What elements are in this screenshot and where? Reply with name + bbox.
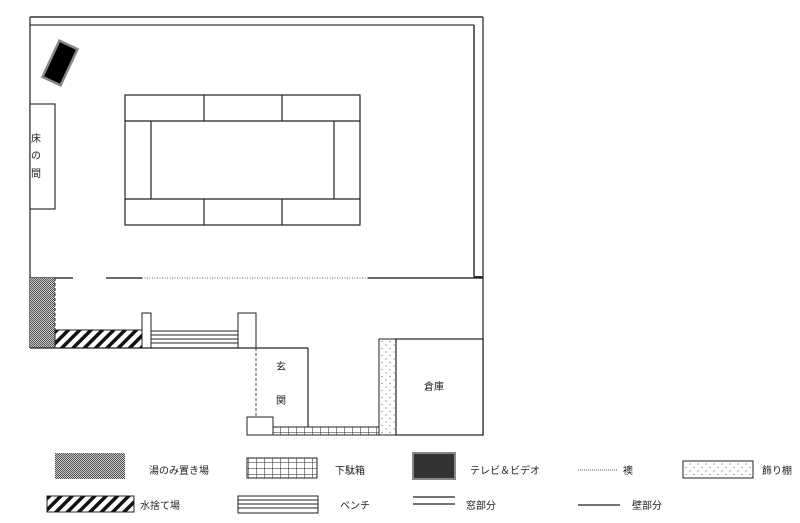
- tokonoma-alcove: 床 の 間: [29, 103, 56, 210]
- shoe-cabinet: [272, 426, 380, 436]
- genkan-char-1: 玄: [276, 360, 286, 373]
- display-shelf: [378, 338, 397, 436]
- legend-swatch-tv: [412, 452, 456, 480]
- bench: [141, 312, 257, 349]
- storage-label: 倉庫: [424, 380, 444, 393]
- legend-label-fusuma: 襖: [623, 466, 633, 477]
- legend-label-tv: テレビ＆ビデオ: [470, 466, 540, 477]
- water-disposal-area: [54, 329, 144, 349]
- legend-swatch-yunomi: [55, 453, 125, 479]
- legend-label-window: 窓部分: [466, 501, 496, 512]
- legend-label-getabako: 下駄箱: [335, 466, 365, 477]
- genkan-entrance: 玄 関: [246, 348, 309, 436]
- legend-label-bench: ベンチ: [340, 501, 370, 512]
- tokonoma-char-3: 間: [31, 168, 41, 180]
- legend-label-wall: 壁部分: [632, 501, 662, 512]
- legend-swatch-window: [413, 496, 455, 505]
- storage-room: 倉庫: [395, 338, 484, 436]
- tokonoma-char-1: 床: [31, 132, 41, 145]
- tv-video-icon: [40, 38, 80, 88]
- legend-label-yunomi: 湯のみ置き場: [149, 466, 209, 477]
- yunomi-area: [30, 278, 55, 348]
- legend-label-mizusute: 水捨て場: [140, 501, 180, 512]
- tokonoma-char-2: の: [31, 151, 41, 162]
- legend-label-kazaridana: 飾り棚: [762, 466, 792, 477]
- tatami-arrangement: [124, 94, 361, 226]
- legend-swatch-mizusute: [46, 495, 135, 513]
- legend-swatch-bench: [237, 495, 319, 514]
- legend-swatch-getabako: [246, 457, 318, 479]
- legend-swatch-kazaridana: [682, 460, 754, 479]
- genkan-char-2: 関: [276, 395, 286, 407]
